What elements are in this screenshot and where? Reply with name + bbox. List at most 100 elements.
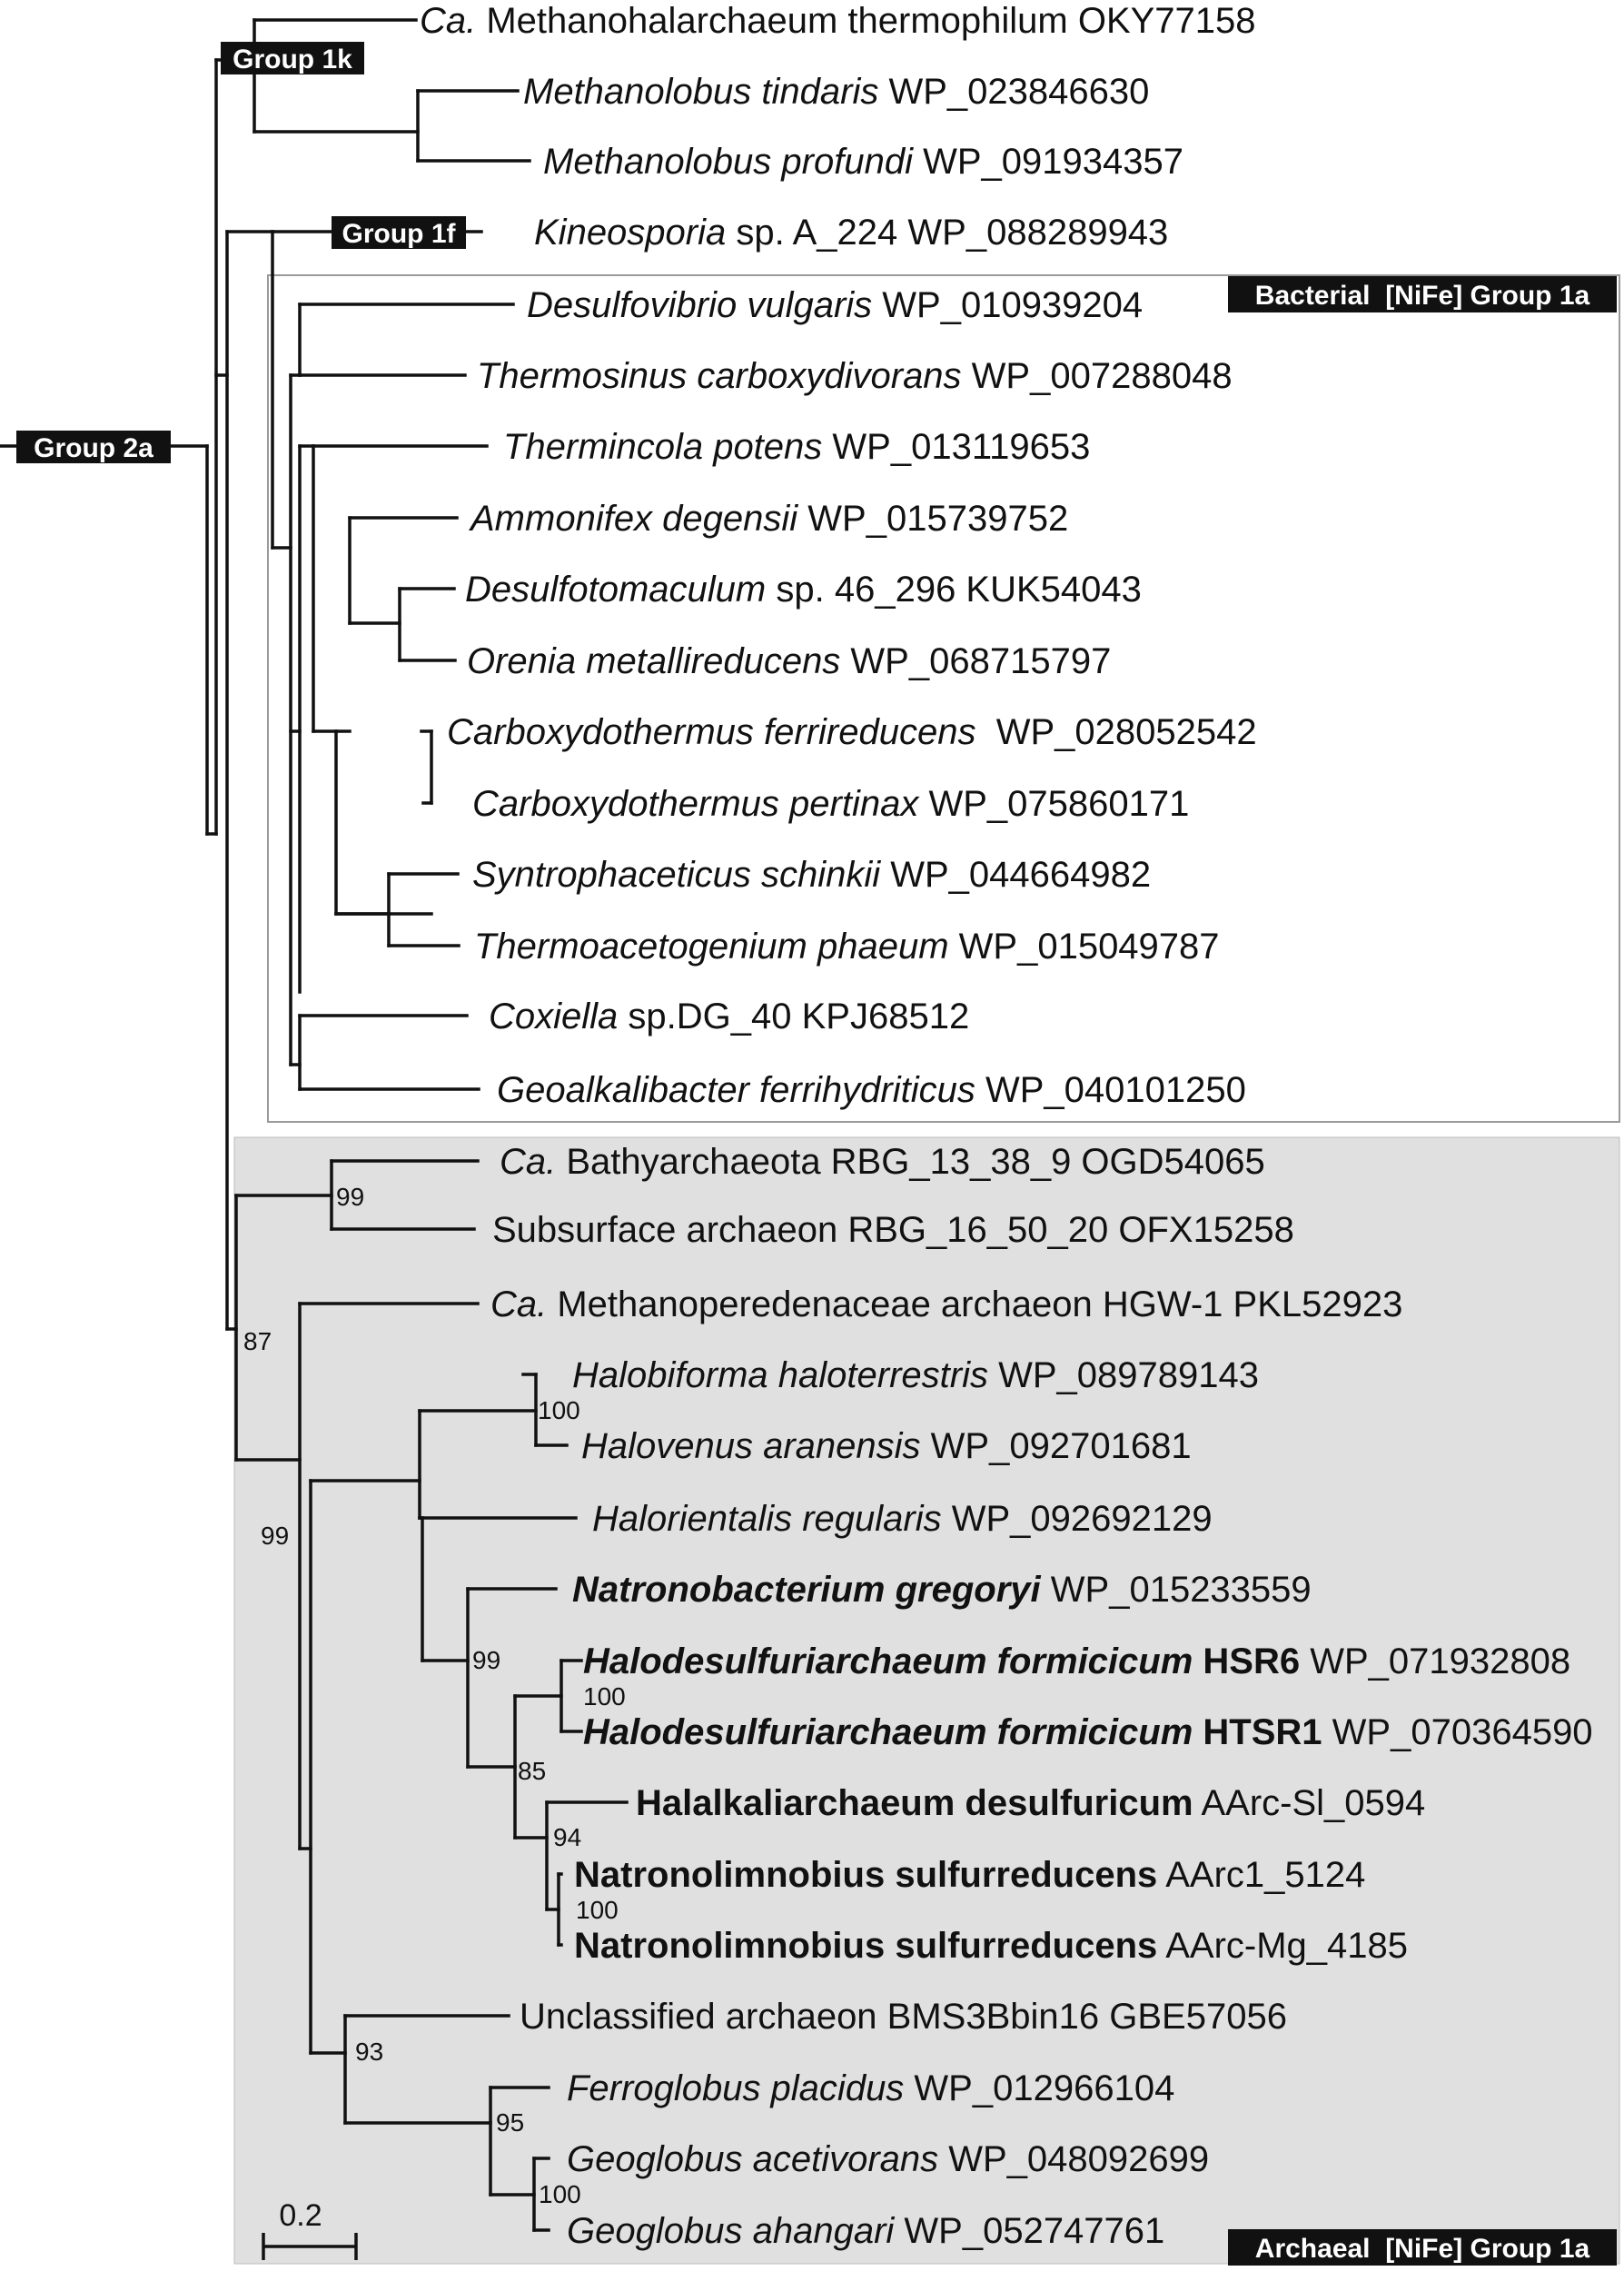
leaf-label-part: Natronolimnobius sulfurreducens [574,1855,1157,1895]
leaf-label: Thermincola potens WP_013119653 [503,427,1090,467]
leaf-label-part: WP_023846630 [878,72,1149,112]
leaf-label: Methanolobus tindaris WP_023846630 [523,72,1149,112]
leaf-label: Kineosporia sp. A_224 WP_088289943 [534,213,1168,253]
group-2a-label: Group 2a [34,433,153,463]
leaf-label-part: WP_040101250 [975,1070,1246,1110]
leaf-label-part: sp. A_224 WP_088289943 [726,213,1168,253]
bacterial-group-1a-box [267,274,1620,1123]
leaf-label: Geoalkalibacter ferrihydriticus WP_04010… [497,1070,1246,1110]
archaeal-group-1a-tag: Archaeal [NiFe] Group 1a [1228,2229,1617,2266]
leaf-label-part: AArc1_5124 [1157,1855,1365,1895]
leaf-label: Natronolimnobius sulfurreducens AArc-Mg_… [574,1926,1408,1966]
leaf-label-part: Carboxydothermus pertinax [472,784,920,824]
leaf-label: Halorientalis regularis WP_092692129 [592,1499,1213,1539]
leaf-label-part: Ca. [420,1,476,41]
leaf-label-part: Halovenus aranensis [581,1426,921,1466]
leaf-label: Subsurface archaeon RBG_16_50_20 OFX1525… [492,1210,1294,1250]
leaf-label: Halobiforma haloterrestris WP_089789143 [572,1355,1259,1395]
leaf-label-part: Methanolobus profundi [543,142,914,182]
archaeal-group-1a-label: Archaeal [NiFe] Group 1a [1255,2234,1590,2264]
leaf-label: Ca. Methanohalarchaeum thermophilum OKY7… [420,1,1256,41]
bootstrap-value: 100 [583,1682,626,1711]
leaf-label-part: WP_012966104 [904,2068,1174,2108]
bootstrap-value: 100 [539,2180,581,2208]
scale-bar-label: 0.2 [279,2198,322,2233]
leaf-label-part: WP_075860171 [918,784,1189,824]
leaf-label-part: Desulfovibrio vulgaris [527,285,872,325]
leaf-label-part: WP_068715797 [840,641,1111,681]
leaf-label-part: Geoalkalibacter ferrihydriticus [497,1070,975,1110]
group-1f-tag: Group 1f [332,216,466,249]
leaf-label-part: Halobiforma haloterrestris [572,1355,988,1395]
bootstrap-value: 94 [553,1823,581,1851]
leaf-label: Halovenus aranensis WP_092701681 [581,1426,1192,1466]
leaf-label-part: Carboxydothermus ferrireducens [447,712,975,752]
bacterial-group-1a-label: Bacterial [NiFe] Group 1a [1255,281,1590,311]
leaf-label-part: WP_092701681 [921,1426,1192,1466]
leaf-label-part: AArc-Mg_4185 [1157,1926,1408,1966]
leaf-label-part: Syntrophaceticus schinkii [472,855,881,895]
leaf-label-part: sp.DG_40 KPJ68512 [618,997,969,1036]
group-1k-tag: Group 1k [221,42,364,74]
leaf-label-part: Ferroglobus placidus [567,2068,904,2108]
group-1f-label: Group 1f [342,219,457,249]
leaf-label-part: Halorientalis regularis [592,1499,942,1539]
bootstrap-value: 99 [472,1646,500,1674]
leaf-label-part: WP_092692129 [942,1499,1213,1539]
leaf-label: Halodesulfuriarchaeum formicicum HTSR1 W… [583,1712,1593,1752]
group-1k-label: Group 1k [233,45,352,74]
leaf-label-part: Halodesulfuriarchaeum formicicum [583,1641,1193,1681]
leaf-label-part: Natronobacterium gregoryi [572,1570,1042,1610]
leaf-labels: Ca. Methanohalarchaeum thermophilum OKY7… [420,1,1593,2251]
bootstrap-value: 87 [243,1327,272,1355]
tree-branches [0,18,629,2232]
leaf-label-part: WP_015049787 [949,927,1220,967]
leaf-label-part: WP_089789143 [988,1355,1259,1395]
leaf-label-part: HTSR1 [1193,1712,1322,1752]
leaf-label: Halalkaliarchaeum desulfuricum AArc-Sl_0… [636,1783,1425,1823]
leaf-label: Carboxydothermus pertinax WP_075860171 [472,784,1189,824]
leaf-label-part: WP_044664982 [880,855,1151,895]
bootstrap-value: 95 [496,2108,524,2137]
leaf-label: Ammonifex degensii WP_015739752 [469,499,1068,539]
leaf-label-part: Unclassified archaeon BMS3Bbin16 GBE5705… [520,1997,1287,2037]
archaeal-group-1a-box [233,1136,1620,2265]
leaf-label-part: WP_028052542 [975,712,1256,752]
leaf-label-part: WP_007288048 [962,356,1233,396]
leaf-label-part: Kineosporia [534,213,726,253]
leaf-label-part: WP_071932808 [1300,1641,1570,1681]
leaf-label-part: Coxiella [489,997,618,1036]
leaf-label-part: WP_015233559 [1041,1570,1312,1610]
leaf-label-part: Methanolobus tindaris [523,72,878,112]
leaf-label-part: WP_010939204 [872,285,1143,325]
leaf-label: Thermosinus carboxydivorans WP_007288048 [477,356,1233,396]
group-2a-tag: Group 2a [16,431,171,463]
leaf-label: Geoglobus ahangari WP_052747761 [567,2211,1164,2251]
leaf-label: Syntrophaceticus schinkii WP_044664982 [472,855,1151,895]
leaf-label-part: AArc-Sl_0594 [1193,1783,1426,1823]
bootstrap-value: 99 [336,1183,364,1211]
bootstrap-value: 100 [576,1896,619,1924]
leaf-label: Ferroglobus placidus WP_012966104 [567,2068,1174,2108]
leaf-label: Coxiella sp.DG_40 KPJ68512 [489,997,969,1036]
leaf-label-part: Halalkaliarchaeum desulfuricum [636,1783,1193,1823]
leaf-label-part: HSR6 [1193,1641,1300,1681]
leaf-label-part: Geoglobus acetivorans [567,2139,938,2179]
leaf-label: Orenia metallireducens WP_068715797 [467,641,1111,681]
leaf-label-part: WP_091934357 [913,142,1183,182]
leaf-label: Unclassified archaeon BMS3Bbin16 GBE5705… [520,1997,1287,2037]
leaf-label-part: Methanohalarchaeum thermophilum OKY77158 [476,1,1255,41]
leaf-label: Ca. Bathyarchaeota RBG_13_38_9 OGD54065 [500,1142,1265,1182]
bootstrap-value: 99 [261,1522,289,1550]
leaf-label-part: Thermosinus carboxydivorans [477,356,962,396]
leaf-label-part: WP_052747761 [894,2211,1164,2251]
leaf-label: Halodesulfuriarchaeum formicicum HSR6 WP… [583,1641,1570,1681]
leaf-label-part: sp. 46_296 KUK54043 [766,570,1142,610]
leaf-label-part: WP_070364590 [1322,1712,1593,1752]
leaf-label-part: Ammonifex degensii [469,499,798,539]
leaf-label: Carboxydothermus ferrireducens WP_028052… [447,712,1257,752]
leaf-label-part: Thermoacetogenium phaeum [474,927,949,967]
leaf-label: Desulfotomaculum sp. 46_296 KUK54043 [465,570,1142,610]
